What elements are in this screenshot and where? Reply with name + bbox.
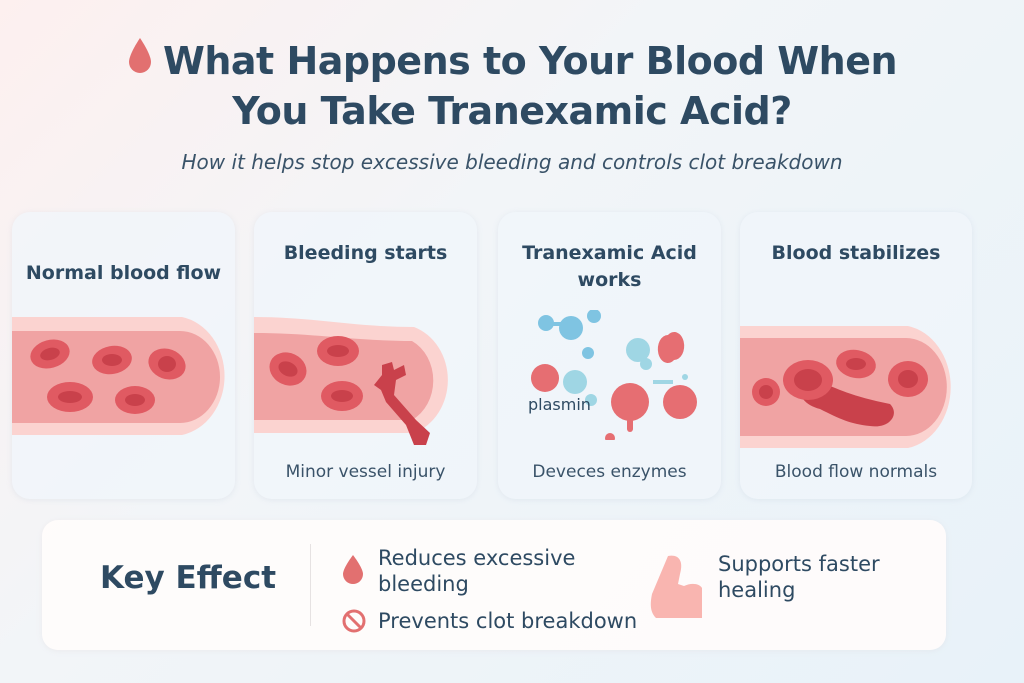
- stage-card-normal-flow: Normal blood flow: [12, 212, 235, 499]
- stage-title: Blood stabilizes: [771, 242, 941, 264]
- effect-supports-healing: Supports faster healing: [718, 552, 880, 602]
- stage-caption: Blood flow normals: [774, 462, 938, 482]
- stabilized-vessel-illustration: [740, 326, 951, 448]
- subtitle: How it helps stop excessive bleeding and…: [181, 150, 843, 174]
- flexed-arm-icon: [648, 554, 704, 624]
- plasmin-label: plasmin: [528, 395, 591, 414]
- title-line-1: What Happens to Your Blood When: [162, 39, 898, 83]
- blood-vessel-illustration: [12, 317, 225, 435]
- stage-title: Tranexamic Acid works: [522, 242, 697, 291]
- title-line-2: You Take Tranexamic Acid?: [232, 88, 792, 133]
- injured-vessel-illustration: [254, 317, 448, 445]
- stage-card-txa-works: Tranexamic Acid works plasmin Deveces en…: [498, 212, 721, 499]
- stage-card-bleeding-starts: Bleeding starts Minor vessel injury: [254, 212, 477, 499]
- stage-caption: Deveces enzymes: [532, 462, 687, 482]
- stage-caption: Minor vessel injury: [285, 462, 446, 482]
- effect-reduces-bleeding: Reduces excessive bleeding: [378, 546, 576, 596]
- divider: [310, 544, 311, 626]
- key-effect-title: Key Effect: [100, 560, 277, 596]
- effect-prevents-clot-breakdown: Prevents clot breakdown: [378, 609, 638, 633]
- page-title: What Happens to Your Blood When You Take…: [0, 36, 1024, 134]
- blood-drop-icon: [127, 36, 153, 84]
- stage-title: Bleeding starts: [283, 242, 448, 264]
- stage-title: Normal blood flow: [25, 262, 222, 284]
- key-effect-panel: Key Effect Reduces excessive bleeding Pr…: [42, 520, 946, 650]
- blood-drop-icon: [342, 554, 364, 588]
- stage-card-blood-stabilizes: Blood stabilizes Blood flow normals: [740, 212, 972, 499]
- prohibited-icon: [342, 609, 366, 637]
- enzyme-molecules-illustration: [531, 310, 697, 440]
